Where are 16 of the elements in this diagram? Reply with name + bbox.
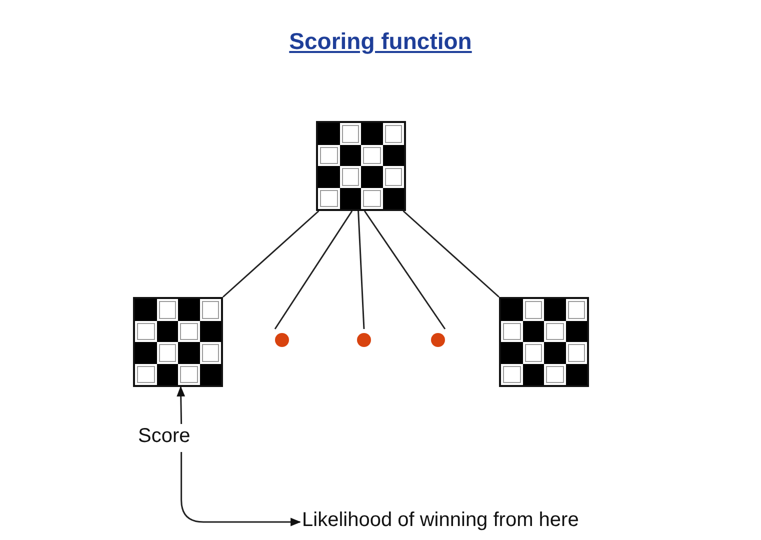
- dot: [357, 333, 371, 347]
- connector-line: [402, 210, 500, 298]
- checkerboard-drawing: [133, 297, 223, 387]
- checkerboard-drawing: [316, 121, 406, 211]
- connector-line: [222, 210, 320, 298]
- text-label: Score: [138, 424, 190, 448]
- dot: [431, 333, 445, 347]
- connector-line: [358, 210, 365, 330]
- checkerboard-drawing: [499, 297, 589, 387]
- dot: [275, 333, 289, 347]
- arrow: [180, 452, 302, 526]
- text-label: Likelihood of winning from here: [302, 508, 579, 532]
- connector-line: [364, 210, 446, 330]
- connector-line: [274, 210, 353, 330]
- title: Scoring function: [289, 28, 472, 55]
- arrow: [176, 386, 186, 424]
